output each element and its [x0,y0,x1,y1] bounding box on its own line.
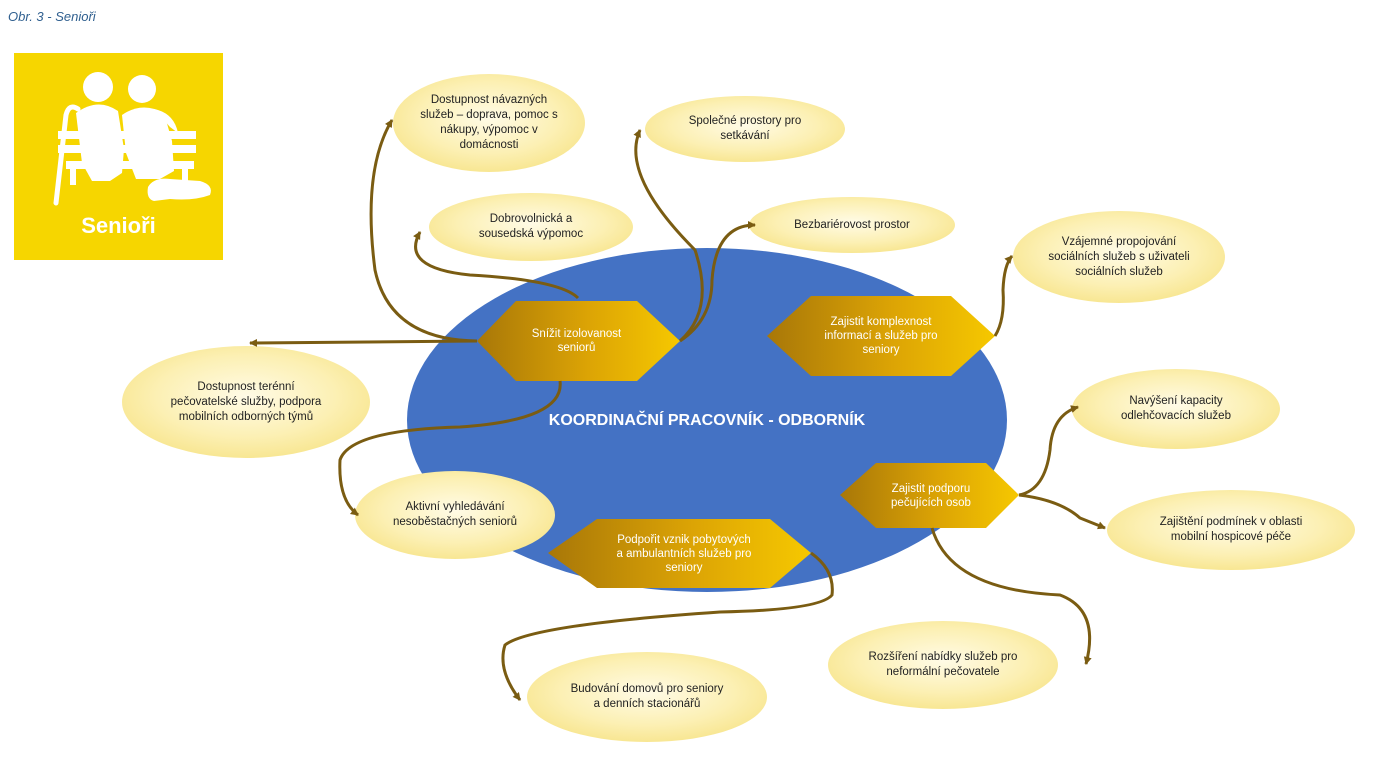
center-label: KOORDINAČNÍ PRACOVNÍK - ODBORNÍK [548,412,866,429]
bubble-label-dobrovolnicka: Dobrovolnická a sousedská výpomoc [478,213,584,240]
bubble-navazne [393,74,585,172]
hex-pecujici [840,463,1019,528]
connector-navazne [369,119,478,343]
bubble-prostory [645,96,845,162]
hex-komplexnost [767,296,995,376]
hex-label-pobytove: Podpořit vznik pobytových a ambulantních… [616,533,752,574]
bubble-propojovani [1013,211,1225,303]
figure-caption: Obr. 3 - Senioři [8,9,96,24]
seniors-badge: Senioři [14,53,223,260]
hex-label-komplexnost: Zajistit komplexnost informací a služeb … [824,316,938,356]
bubble-domovy [527,652,767,742]
connectors [249,119,1106,701]
hex-pobytove [548,519,811,588]
bubble-neformalni [828,621,1058,709]
bubble-label-odlehcovaci: Navýšení kapacity odlehčovacích služeb [1121,395,1231,422]
bubble-vyhledavani [355,471,555,559]
hex-izolovanost [477,301,680,381]
bubble-label-terenni: Dostupnost terénní pečovatelské služby, … [170,380,322,423]
bubble-label-domovy: Budování domovů pro seniory a denních st… [570,683,724,710]
bubble-label-navazne: Dostupnost návazných služeb – doprava, p… [420,94,558,151]
bubble-terenni [122,346,370,458]
outcome-bubbles [122,74,1355,742]
connector-propojovani [993,255,1014,337]
connector-vyhledavani [338,380,562,517]
bubble-odlehcovaci [1072,369,1280,449]
connector-hospicove [1018,493,1106,530]
connector-terenni [249,338,478,347]
connector-neformalni [930,527,1092,665]
badge-label: Senioři [81,213,156,238]
connector-domovy [501,551,834,701]
goal-hexagons [477,296,1019,588]
bubble-label-prostory: Společné prostory pro setkávání [688,115,802,142]
bubble-label-bezbarierovost: Bezbariérovost prostor [794,218,910,231]
hex-label-izolovanost: Snížit izolovanost seniorů [531,328,622,354]
bubble-bezbarierovost [749,197,955,253]
bubble-label-vyhledavani: Aktivní vyhledávání nesoběstačných senio… [392,501,518,528]
hex-label-pecujici: Zajistit podporu pečujících osob [891,482,971,509]
connector-prostory [633,129,704,343]
connector-bezbarierovost [679,221,756,343]
connector-dobrovolnicka [413,231,580,300]
connector-odlehcovaci [1018,405,1079,497]
bubble-label-hospicove: Zajištění podmínek v oblasti mobilní hos… [1159,516,1303,543]
bubble-dobrovolnicka [429,193,633,261]
bubble-label-propojovani: Vzájemné propojování sociálních služeb s… [1048,235,1190,278]
bubble-hospicove [1107,490,1355,570]
seniors-on-bench-icon [53,72,211,206]
bubble-label-neformalni: Rozšíření nabídky služeb pro neformální … [868,651,1018,678]
